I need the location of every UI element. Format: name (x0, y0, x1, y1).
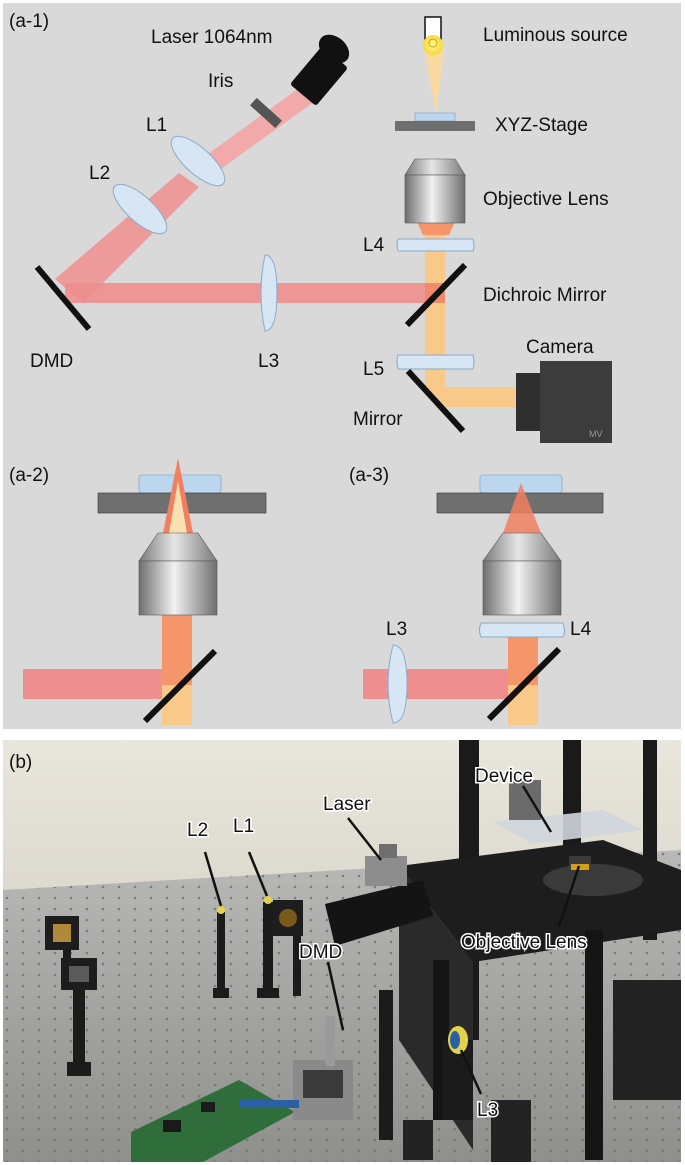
label-b-device: Device (475, 766, 533, 787)
label-b-dmd: DMD (299, 942, 342, 963)
label-dichroic-mirror: Dichroic Mirror (483, 285, 607, 306)
objective-lens-a3 (482, 532, 562, 616)
fold-mirror (405, 368, 466, 434)
optical-diagram-panel: MV (a-1) Laser 1064nm Iris L1 L2 DMD L3 … (3, 3, 681, 729)
lens-l4 (396, 238, 475, 252)
svg-text:MV: MV (589, 429, 603, 439)
focus-cone-a3 (503, 483, 541, 533)
laser-beam-a3 (363, 669, 515, 699)
label-l4: L4 (363, 235, 385, 256)
lens-mount-l1 (257, 896, 303, 998)
pointer-device (521, 785, 553, 833)
label-b-objective-lens: Objective Lens (461, 932, 587, 953)
label-b-l3: L3 (477, 1100, 498, 1121)
label-b-l1: L1 (233, 816, 254, 837)
laser-beam-horizontal (65, 283, 435, 303)
label-mirror: Mirror (353, 409, 403, 430)
label-l2: L2 (89, 163, 110, 184)
pointer-l2 (203, 851, 223, 907)
setup-photo-panel: (b) L2 L1 Laser Device Objective Lens DM… (3, 740, 681, 1162)
panel-a3: (a-3) L3 L4 (349, 465, 604, 725)
lens-l1 (170, 135, 226, 187)
label-l5: L5 (363, 359, 384, 380)
lens-mount-l3 (443, 1026, 473, 1120)
lens-l3 (260, 254, 278, 332)
dichroic-mirror-a3 (486, 646, 562, 722)
label-b-laser: Laser (323, 794, 371, 815)
panel-tag-a3: (a-3) (349, 465, 389, 486)
label-b-l2: L2 (187, 820, 208, 841)
label-iris: Iris (208, 71, 233, 92)
label-l3-a3: L3 (386, 619, 407, 640)
pointer-dmd (326, 961, 345, 1031)
pointer-objective (557, 865, 581, 927)
visible-beam-to-camera (435, 387, 517, 407)
lens-l2 (112, 183, 168, 235)
dichroic-mirror (404, 262, 468, 328)
label-l3: L3 (258, 351, 279, 372)
lens-l5 (396, 354, 475, 370)
laser-beam-expanded (55, 173, 199, 303)
dmd-mirror (34, 265, 92, 331)
device (493, 780, 643, 880)
panel-a1: MV (a-1) Laser 1064nm Iris L1 L2 DMD L3 … (9, 11, 628, 443)
xyz-stage (395, 121, 475, 131)
laser-module (325, 844, 433, 946)
pointer-laser (347, 817, 382, 861)
label-dmd: DMD (30, 351, 73, 372)
dichroic-mirror-a2 (142, 648, 218, 724)
pointer-l1 (247, 851, 269, 897)
label-laser: Laser 1064nm (151, 27, 272, 48)
laser-beam-to-lens (193, 75, 329, 179)
luminous-source-icon (423, 35, 443, 55)
focus-cone-inner-a2 (169, 481, 187, 533)
source-light-cone (424, 49, 444, 113)
panel-tag-a2: (a-2) (9, 465, 49, 486)
dmd-assembly (131, 1016, 353, 1162)
posts-front (379, 990, 531, 1162)
visible-beam-vertical (425, 235, 445, 395)
lens-l4-a3 (479, 622, 565, 638)
label-xyz-stage: XYZ-Stage (495, 115, 588, 136)
panel-a2: (a-2) (9, 458, 267, 725)
objective-lens (404, 158, 466, 224)
pointer-l3 (459, 1049, 483, 1095)
mirror-mounts-left (45, 916, 97, 1076)
panel-tag-b: (b) (9, 752, 32, 773)
panel-tag-a1: (a-1) (9, 11, 49, 32)
label-l1: L1 (146, 115, 167, 136)
label-camera: Camera (526, 337, 594, 358)
label-objective-lens: Objective Lens (483, 189, 609, 210)
laser-source-icon (291, 34, 350, 105)
sample-slide (414, 112, 456, 122)
laser-beam-a2 (23, 669, 175, 699)
lens-l3-a3 (387, 644, 408, 724)
iris-icon (250, 97, 282, 129)
lens-mount-l2 (213, 906, 229, 998)
label-l4-a3: L4 (570, 619, 592, 640)
camera-icon: MV (516, 361, 612, 443)
label-luminous-source: Luminous source (483, 25, 628, 46)
objective-lens-a2 (138, 532, 218, 616)
